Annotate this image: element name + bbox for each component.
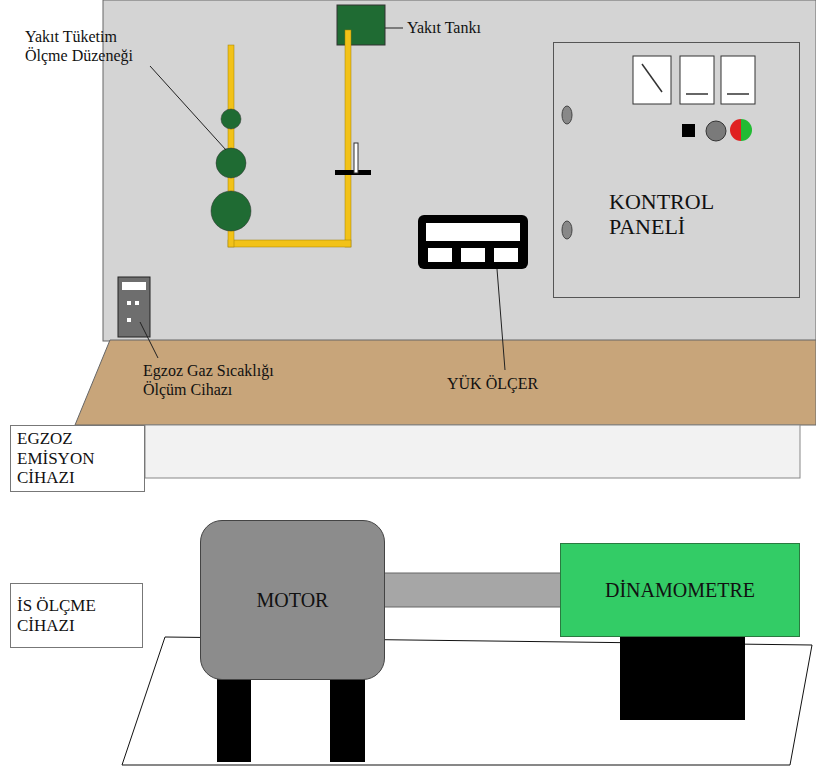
- measuring-bulb: [211, 191, 251, 231]
- dynamometer-box: DİNAMOMETRE: [560, 543, 800, 637]
- part-label: Yakıt Tüketim Ölçme Düzeneği: [25, 27, 153, 65]
- load-meter-key: [428, 248, 452, 262]
- meter: [721, 56, 755, 104]
- fuel-pipe: [228, 240, 351, 247]
- node-text: KONTROL PANELİ: [609, 189, 739, 240]
- wall-panel: [103, 0, 816, 341]
- drive-shaft: [384, 573, 561, 607]
- leader-line: [497, 269, 505, 370]
- meter-needle: [727, 93, 749, 95]
- load-meter-key: [461, 248, 485, 262]
- meter: [680, 56, 714, 104]
- part-label: Yakıt Tankı: [407, 18, 481, 37]
- motor-leg: [217, 675, 251, 762]
- measuring-bulb: [221, 109, 241, 129]
- measuring-bulb: [216, 148, 246, 178]
- leader-line: [385, 28, 403, 29]
- table-front: [145, 425, 800, 478]
- emission-device-box: EGZOZ EMİSYON CİHAZI: [10, 425, 145, 492]
- start-button: [730, 119, 741, 141]
- valve: [335, 170, 371, 175]
- node-text: MOTOR: [257, 589, 329, 612]
- leader-line: [140, 322, 158, 358]
- shaft-body: [384, 573, 561, 607]
- switch: [682, 124, 695, 137]
- knob: [562, 221, 572, 239]
- device-key: [135, 301, 139, 305]
- control-panel: KONTROL PANELİ: [553, 42, 800, 298]
- knob: [562, 106, 572, 124]
- stop-button: [741, 119, 752, 141]
- meter: [633, 56, 671, 104]
- node-text: DİNAMOMETRE: [605, 579, 755, 602]
- fuel-pipe: [345, 30, 351, 247]
- device-display: [122, 282, 146, 290]
- load-meter-display: [426, 223, 520, 241]
- motor-leg: [330, 675, 365, 762]
- load-meter-key: [494, 248, 518, 262]
- part-label: Egzoz Gaz Sıcaklığı Ölçüm Cihazı: [143, 361, 303, 399]
- dynamometer-base: [620, 632, 745, 720]
- meter-needle: [642, 64, 662, 92]
- meter-needle: [686, 93, 708, 95]
- engine-box: MOTOR: [200, 520, 385, 680]
- smoke-meter-box: İS ÖLÇME CİHAZI: [10, 583, 143, 648]
- leader-line: [150, 66, 226, 150]
- device-key: [127, 301, 131, 305]
- node-text: İS ÖLÇME CİHAZI: [17, 596, 127, 635]
- button: [706, 121, 726, 141]
- valve-handle: [354, 143, 358, 173]
- device-key: [127, 318, 131, 322]
- load-meter: [418, 215, 528, 269]
- fuel-tank: [337, 5, 385, 45]
- temperature-device: [118, 277, 150, 337]
- part-label: YÜK ÖLÇER: [447, 374, 538, 393]
- table-top: [75, 340, 816, 425]
- node-text: EGZOZ EMİSYON CİHAZI: [17, 429, 127, 488]
